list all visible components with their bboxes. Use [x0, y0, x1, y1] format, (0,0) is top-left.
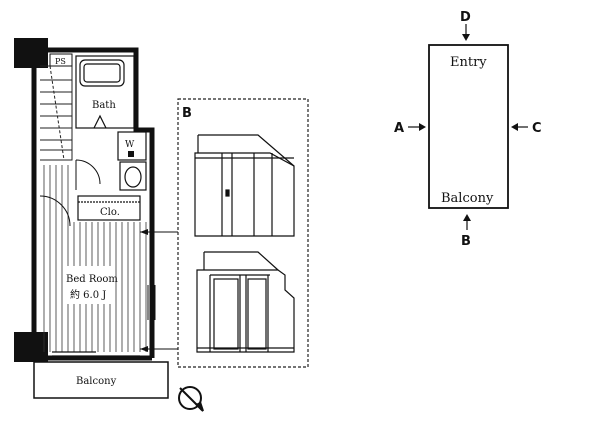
closet-label: Clo. [100, 207, 120, 218]
window-marks [147, 285, 156, 320]
balcony [33, 361, 169, 399]
balcony-side-label: Balcony [441, 191, 494, 206]
washer-drain [128, 151, 134, 157]
washer-label: W [125, 140, 135, 150]
arrow-left-icon [511, 123, 528, 131]
arrow-up-icon [463, 214, 471, 230]
floor-plan: PS Bath W Clo. [14, 38, 204, 412]
view-label-a: A [394, 121, 404, 136]
bedroom-door [39, 195, 71, 227]
closet [77, 195, 141, 221]
detail-view-label: B [182, 106, 192, 121]
leader-arrow-top [140, 229, 148, 235]
ps-box [49, 53, 73, 67]
elevation-upper [194, 134, 295, 237]
view-label-c: C [532, 121, 542, 136]
room-rectangle [428, 44, 509, 209]
orientation-diagram: Entry Balcony D A C B [394, 10, 542, 249]
balcony-door [52, 351, 140, 357]
detail-view-frame [177, 98, 309, 368]
balcony-label: Balcony [76, 376, 117, 387]
view-label-d: D [460, 10, 471, 25]
toilet [119, 161, 147, 191]
leader-arrow-bottom [140, 346, 148, 352]
hallway [75, 159, 101, 190]
entry-label: Entry [450, 55, 487, 70]
staircase [40, 65, 73, 161]
bedroom-size: 約 6.0 J [70, 288, 106, 301]
elevation-lower [196, 251, 295, 353]
bedroom-floor [43, 165, 147, 352]
arrow-down-icon [462, 24, 470, 41]
corner-column-top [14, 38, 48, 68]
view-label-b: B [461, 234, 471, 249]
bedroom-label: Bed Room [66, 274, 118, 285]
bath [75, 55, 135, 129]
arrow-right-icon [408, 123, 426, 131]
ps-label: PS [55, 57, 66, 66]
bedroom-label-bg [64, 266, 114, 304]
north-compass-icon [178, 386, 204, 412]
bath-label: Bath [92, 100, 116, 111]
detail-view: B [177, 98, 309, 368]
exterior-walls [31, 47, 155, 361]
